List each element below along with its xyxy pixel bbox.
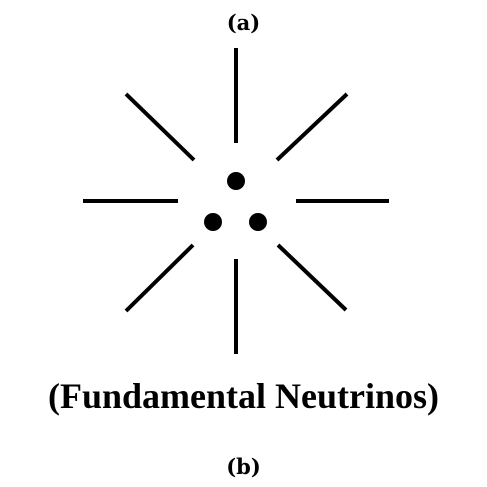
ray-northeast bbox=[275, 92, 349, 162]
ray-northwest bbox=[124, 92, 196, 162]
panel-label-b: (b) bbox=[226, 454, 261, 479]
ray-southwest bbox=[124, 243, 195, 313]
diagram-caption: (Fundamental Neutrinos) bbox=[47, 376, 439, 416]
ray-southeast bbox=[276, 243, 348, 312]
panel-label-a: (a) bbox=[226, 10, 261, 35]
dot-bottom-left bbox=[204, 213, 222, 231]
dot-bottom-right bbox=[249, 213, 267, 231]
dot-top bbox=[227, 172, 245, 190]
